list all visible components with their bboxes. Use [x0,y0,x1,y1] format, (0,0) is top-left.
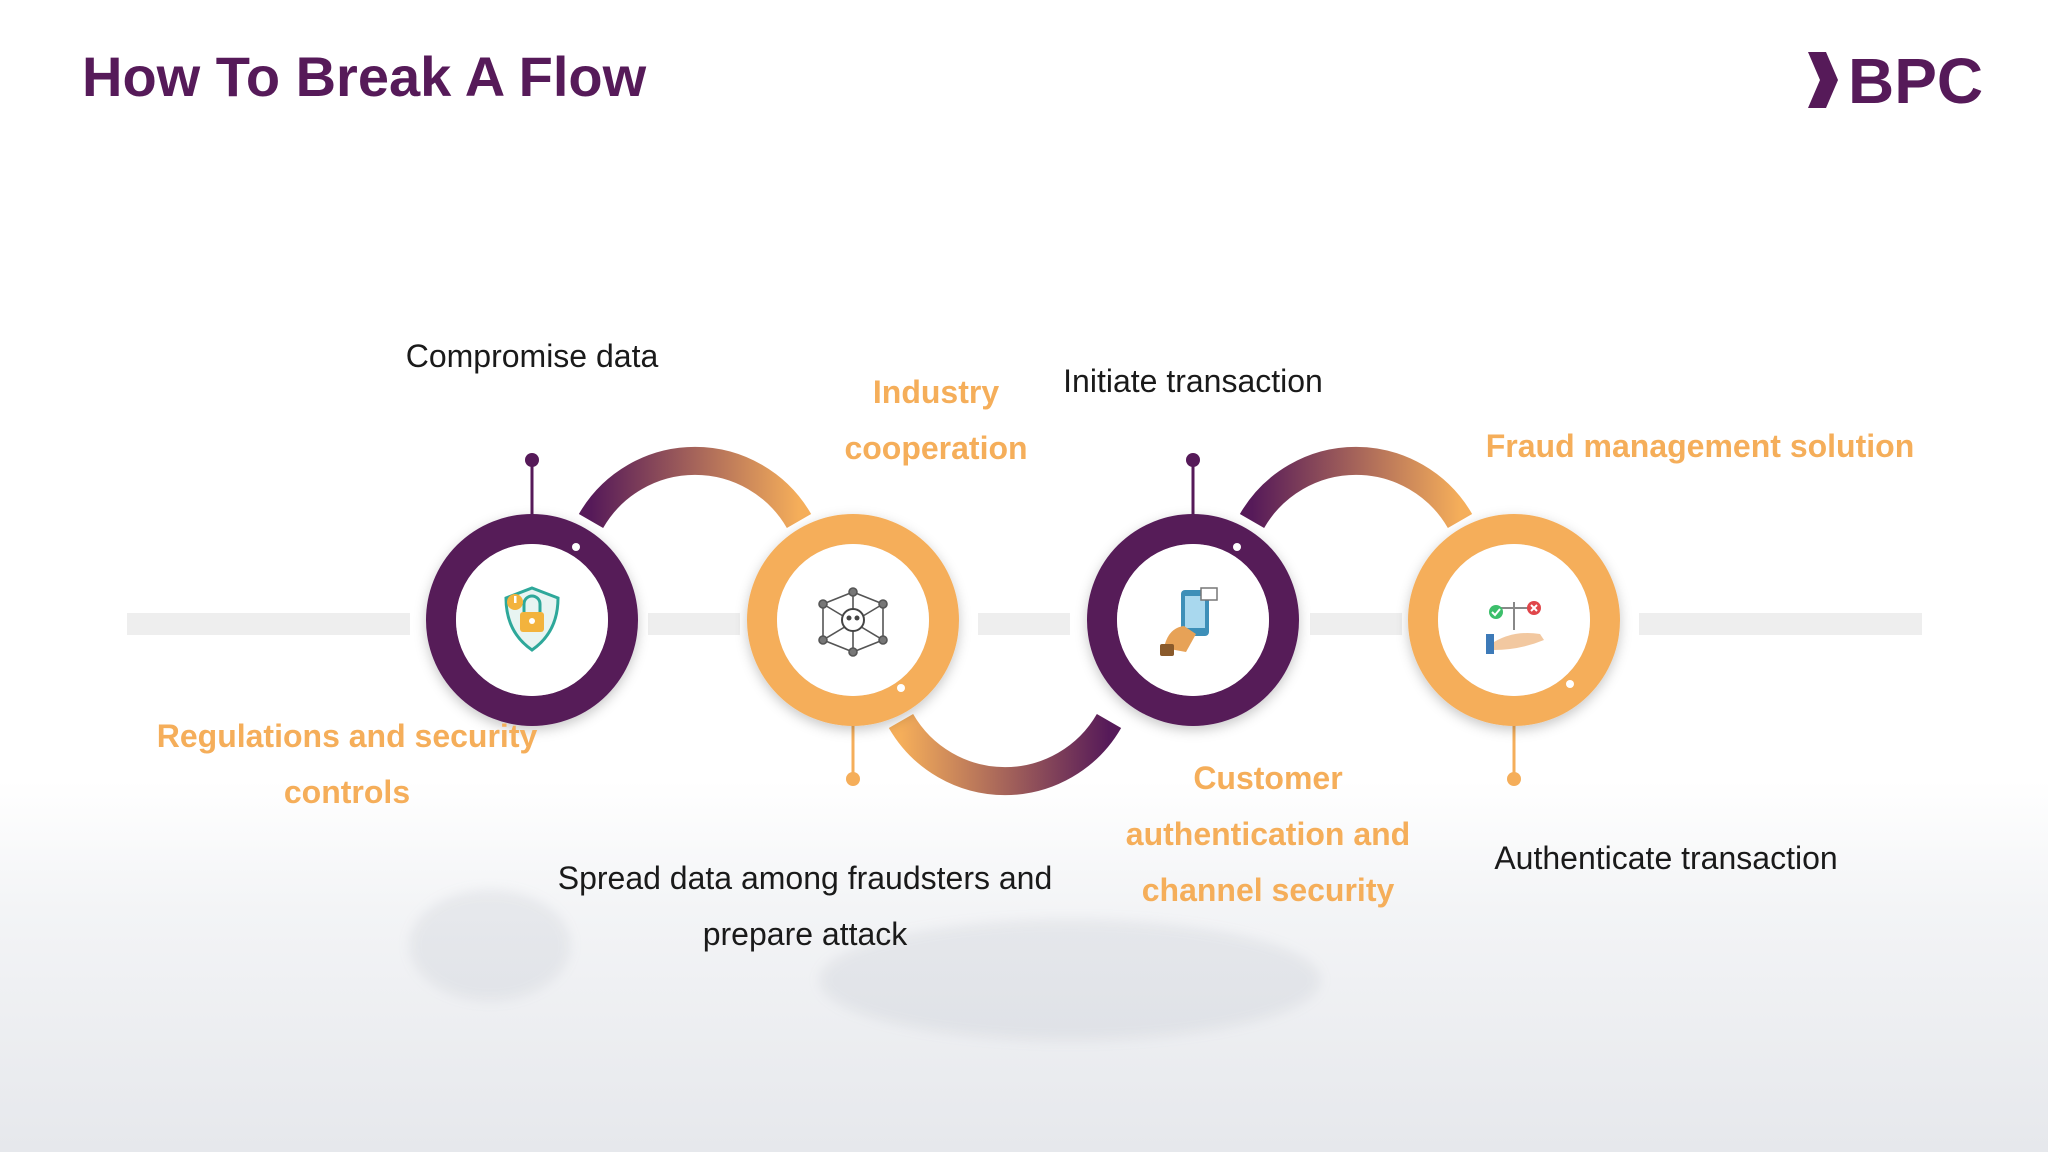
ring-highlight-dot [897,684,905,692]
step-label-compromise-data: Compromise data [405,338,659,374]
svg-text:BPC: BPC [1848,50,1983,110]
track-segment [127,613,410,635]
pin-connector [1186,453,1200,522]
countermeasure-fraud-management: Fraud management solution [1485,428,1915,464]
ring-highlight-dot [572,543,580,551]
pin-connector [1507,718,1521,786]
track-segment [1639,613,1922,635]
background-fade [0,780,2048,1152]
scales-hand-icon [1486,601,1544,654]
track-segment [1310,613,1402,635]
countermeasure-industry-cooperation: Industry cooperation [844,374,1028,466]
step-ring [426,514,638,726]
ring-highlight-dot [1566,680,1574,688]
track-segment [648,613,740,635]
step-label-spread-data: Spread data among fraudsters and prepare… [557,860,1053,952]
step-label-authenticate-transaction: Authenticate transaction [1494,840,1838,876]
ring-highlight-dot [1233,543,1241,551]
step-label-initiate-transaction: Initiate transaction [1063,363,1323,399]
countermeasure-customer-authentication: Customer authentication and channel secu… [1125,760,1411,908]
background-blob [410,890,570,1000]
shield-lock-icon [504,586,560,652]
network-skull-icon [818,587,888,657]
mobile-payment-icon [1160,587,1218,656]
background-blob [820,920,1320,1040]
connector-arc [578,446,812,529]
page-title: How To Break A Flow [82,45,647,108]
track-segment [978,613,1070,635]
connector-arc [888,713,1122,796]
bpc-logo: BPC [1808,50,1983,110]
countermeasure-regulations: Regulations and security controls [156,718,538,810]
pin-connector [846,718,860,786]
connector-arc [1239,446,1473,529]
pin-connector [525,453,539,522]
